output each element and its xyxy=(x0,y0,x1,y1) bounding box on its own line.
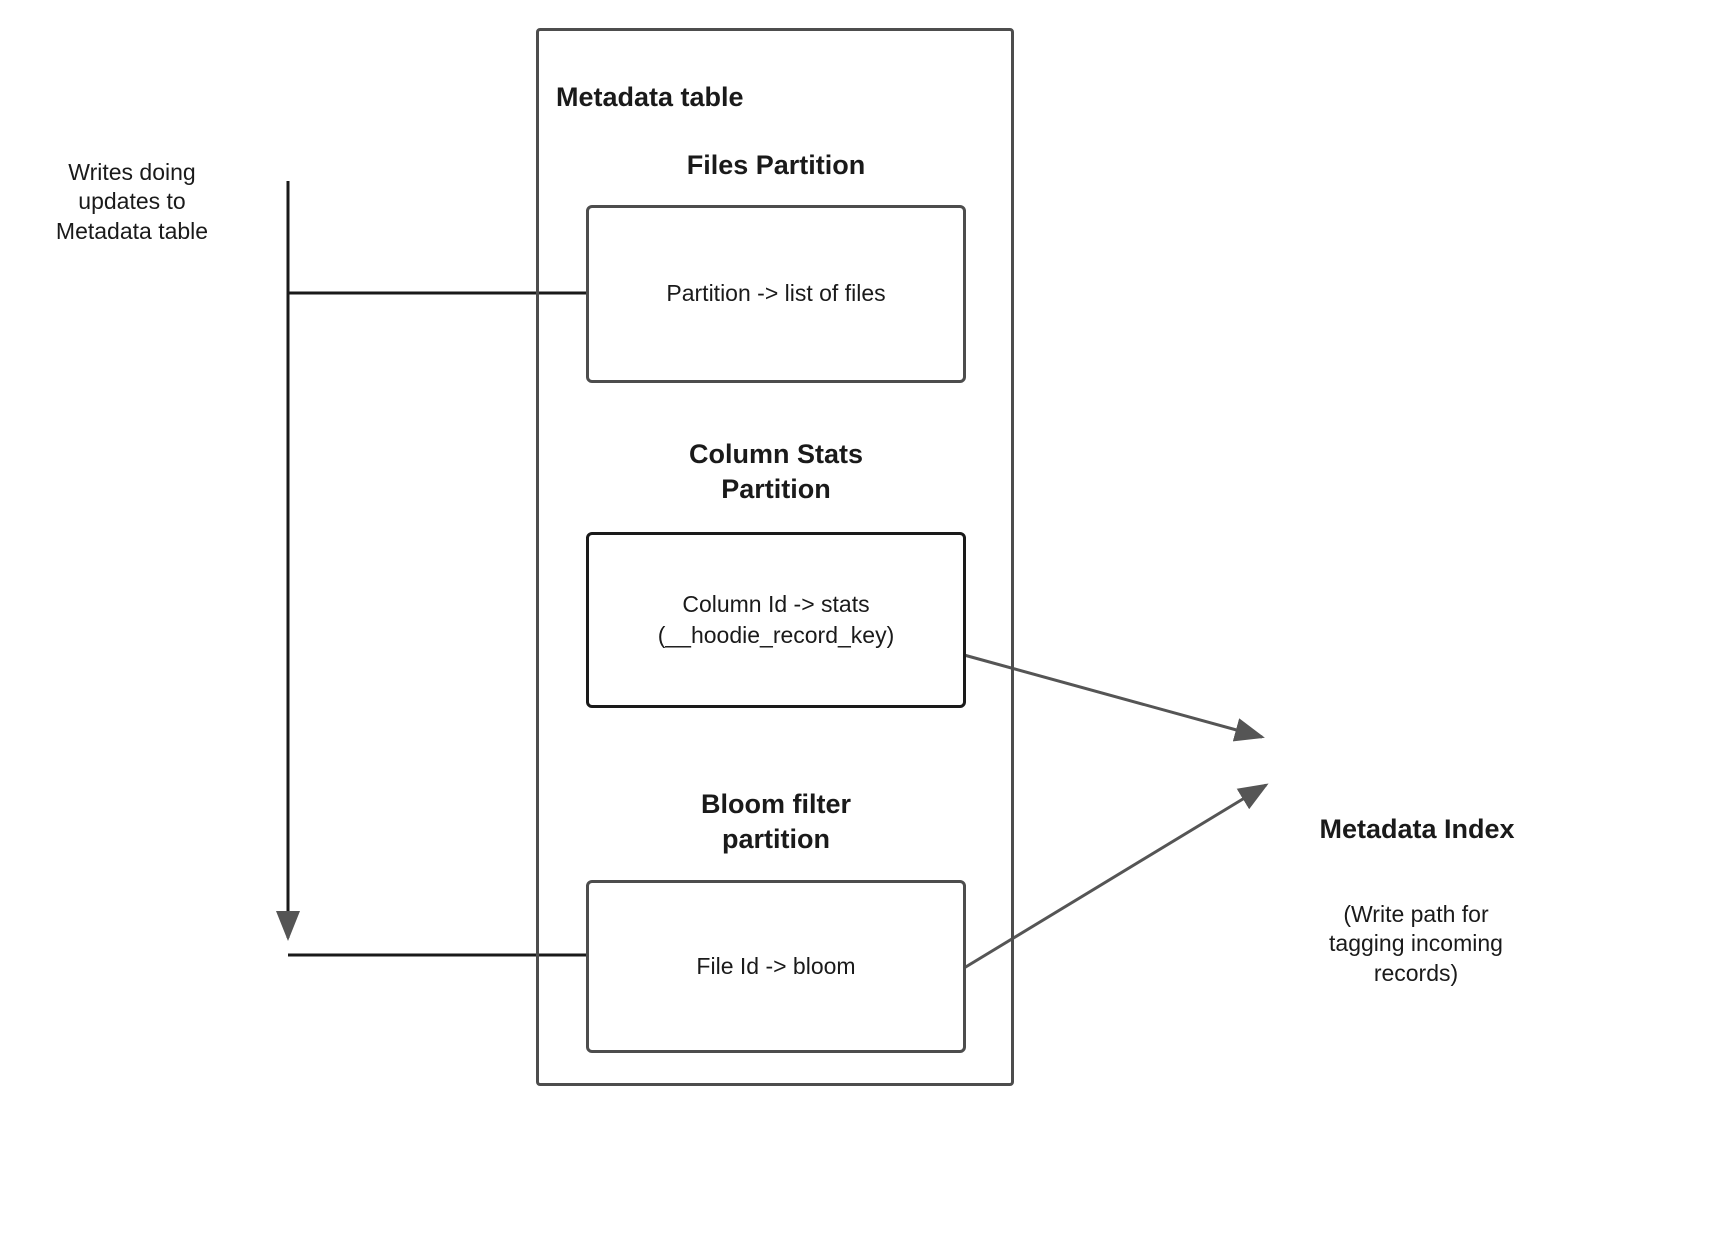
bloom-filter-box-label: File Id -> bloom xyxy=(696,952,856,979)
files-partition-box-label: Partition -> list of files xyxy=(666,280,886,307)
metadata-index-title: Metadata Index xyxy=(1319,814,1515,844)
files-partition-heading: Files Partition xyxy=(686,150,866,180)
column-stats-box-label: Column Id -> stats (__hoodie_record_key) xyxy=(657,590,895,648)
bloom-filter-partition-box: File Id -> bloom xyxy=(586,880,966,1053)
writes-updates-annotation: Writes doing updates to Metadata table xyxy=(55,159,209,244)
files-partition-box: Partition -> list of files xyxy=(586,205,966,383)
column-stats-partition-box: Column Id -> stats (__hoodie_record_key) xyxy=(586,532,966,708)
bloom-filter-partition-heading: Bloom filter partition xyxy=(700,789,851,854)
metadata-table-container xyxy=(536,28,1014,1086)
metadata-index-caption: (Write path for tagging incoming records… xyxy=(1329,901,1503,986)
column-stats-partition-heading: Column Stats Partition xyxy=(688,439,863,504)
metadata-table-title: Metadata table xyxy=(556,82,744,112)
